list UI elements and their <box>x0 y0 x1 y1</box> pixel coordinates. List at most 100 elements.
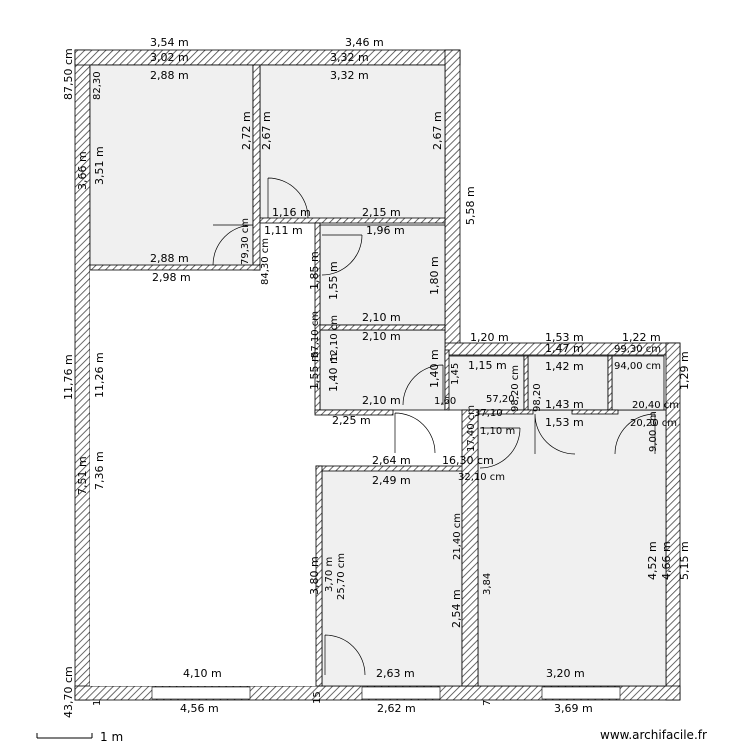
dim-right-block-3710: 37,10 <box>474 408 503 419</box>
dim-wc-height: 1,85 m <box>308 251 321 290</box>
partition-b2-bottom <box>259 217 446 224</box>
door-bedroom1 <box>212 224 254 266</box>
scale-bar <box>36 733 93 739</box>
partition-small-bc <box>607 355 613 411</box>
dim-bath-cm-b: 57,10 cm <box>310 311 321 358</box>
dim-bedroom3-cm3: 32,10 cm <box>458 472 505 483</box>
dim-right-block-145: 1,45 <box>450 363 461 385</box>
dim-small-15: 15 <box>312 691 323 704</box>
room-small-a <box>447 355 525 411</box>
dim-corridor-cm: 84,30 cm <box>260 238 271 285</box>
dim-top-small-corner: 82,30 <box>92 71 103 100</box>
partition-b4-top-mid <box>571 409 619 415</box>
dim-small-1: 1 <box>92 700 103 706</box>
dim-bedroom3-cm2: 21,40 cm <box>452 513 463 560</box>
dim-right-block-5720: 57,20 <box>486 394 515 405</box>
door-bedroom3 <box>324 634 366 676</box>
dim-right-block-9820b: 98,20 <box>532 383 543 412</box>
window-bedroom3 <box>361 686 441 700</box>
dim-bath-left-inner: 1,40 m <box>327 353 340 392</box>
door-wc <box>321 234 363 276</box>
dim-bedroom3-bottom: 2,63 m <box>376 667 415 680</box>
room-bedroom-2 <box>259 64 446 221</box>
dim-wc-top: 1,96 m <box>366 224 405 237</box>
door-small-c <box>614 413 656 455</box>
room-wc <box>319 224 446 326</box>
dim-right-block-160: 1,60 <box>434 396 456 407</box>
dim-top-left-outer: 3,54 m <box>150 36 189 49</box>
dim-room2-outer-right: 5,58 m <box>464 186 477 225</box>
partition-bath-bottom <box>314 409 394 416</box>
dim-bedroom4-900: 9,00 cm <box>648 411 659 452</box>
door-bedroom2 <box>267 177 309 219</box>
partition-b1-bottom <box>89 264 261 271</box>
doors <box>212 177 656 676</box>
door-corridor <box>394 412 436 454</box>
dim-right-block-153: 1,53 m <box>545 331 584 344</box>
scale-label: 1 m <box>100 730 124 744</box>
dim-corridor-top: 1,11 m <box>264 224 303 237</box>
dim-bedroom3-bottom-outer: 2,62 m <box>377 702 416 715</box>
dim-bedroom3-top: 2,64 m <box>372 454 411 467</box>
dim-bedroom4-bottom: 3,20 m <box>546 667 585 680</box>
dim-wc-height-inner: 1,55 m <box>327 261 340 300</box>
dim-right-block-115: 1,15 m <box>468 359 507 372</box>
dim-left-lower-inner: 7,36 m <box>93 451 106 490</box>
dim-top-right-outer: 3,46 m <box>345 36 384 49</box>
dim-room1-bottom: 2,88 m <box>150 252 189 265</box>
partition-b3-left <box>315 465 323 687</box>
dim-right-block-94: 94,00 cm <box>614 361 661 372</box>
door-small-a <box>479 427 521 469</box>
room-living <box>90 270 320 686</box>
partition-b1-b2 <box>252 64 261 271</box>
dim-bedroom3-top-inner: 2,49 m <box>372 474 411 487</box>
dim-room1-right-height: 2,72 m <box>240 111 253 150</box>
wall-lower-right <box>665 342 681 701</box>
exterior-walls <box>74 49 681 701</box>
dim-bedroom3-left: 3,80 m <box>308 556 321 595</box>
dim-right-block-129: 1,29 m <box>678 351 691 390</box>
dim-bedroom4-2020: 20,20 cm <box>630 418 677 429</box>
partition-small-a-left <box>444 349 450 411</box>
dim-room1-bottom-outer: 2,98 m <box>152 271 191 284</box>
dim-right-block-147: 1,47 m <box>545 342 584 355</box>
dim-right-block-143: 1,43 m <box>545 398 584 411</box>
dim-living-bottom: 4,10 m <box>183 667 222 680</box>
dim-right-block-142: 1,42 m <box>545 360 584 373</box>
dim-left-height-inner: 11,26 m <box>93 352 106 398</box>
door-bathroom <box>402 364 444 406</box>
dim-room2-bottom-right: 2,15 m <box>362 206 401 219</box>
dim-bedroom4-right-inner: 4,66 m <box>660 541 673 580</box>
dim-right-block-1630: 16,30 cm <box>442 454 494 467</box>
dim-bedroom3-left-inner: 3,70 m <box>324 557 335 592</box>
partition-small-ab <box>523 355 529 411</box>
door-bedroom4 <box>534 413 576 455</box>
dim-room2-top-inner: 3,32 m <box>330 51 369 64</box>
room-small-b <box>527 355 609 411</box>
window-living <box>151 686 251 700</box>
dim-bath-right: 1,40 m <box>428 349 441 388</box>
dim-wc-bottom: 2,10 m <box>362 311 401 324</box>
dim-bath-top: 2,10 m <box>362 330 401 343</box>
dim-room1-height: 3,51 m <box>93 146 106 185</box>
dim-bedroom3-right: 2,54 m <box>450 589 463 628</box>
dim-right-block-99: 99,30 cm <box>614 344 661 355</box>
dim-bedroom3-110: 1,10 m <box>480 426 515 437</box>
wall-upper-right <box>444 49 461 351</box>
dim-room2-bottom-left: 1,16 m <box>272 206 311 219</box>
dim-bedroom3-cm: 25,70 cm <box>336 553 347 600</box>
dim-bath-bottom: 2,10 m <box>362 394 401 407</box>
partitions <box>89 64 619 687</box>
dim-small-7: 7 <box>482 700 493 706</box>
room-small-c <box>611 355 665 411</box>
dim-living-bottom-outer: 4,56 m <box>180 702 219 715</box>
dimension-labels: 3,54 m 3,46 m 3,02 m 3,32 m 2,88 m 3,32 … <box>62 36 691 718</box>
dim-bottom-corner: 43,70 cm <box>62 666 75 718</box>
dim-room1-top-inner: 3,02 m <box>150 51 189 64</box>
dim-left-total: 87,50 cm <box>62 48 75 100</box>
room-bedroom-1 <box>89 64 254 269</box>
dim-left-height-total: 11,76 m <box>62 354 75 400</box>
rooms <box>89 64 667 687</box>
dim-room2-top: 3,32 m <box>330 69 369 82</box>
